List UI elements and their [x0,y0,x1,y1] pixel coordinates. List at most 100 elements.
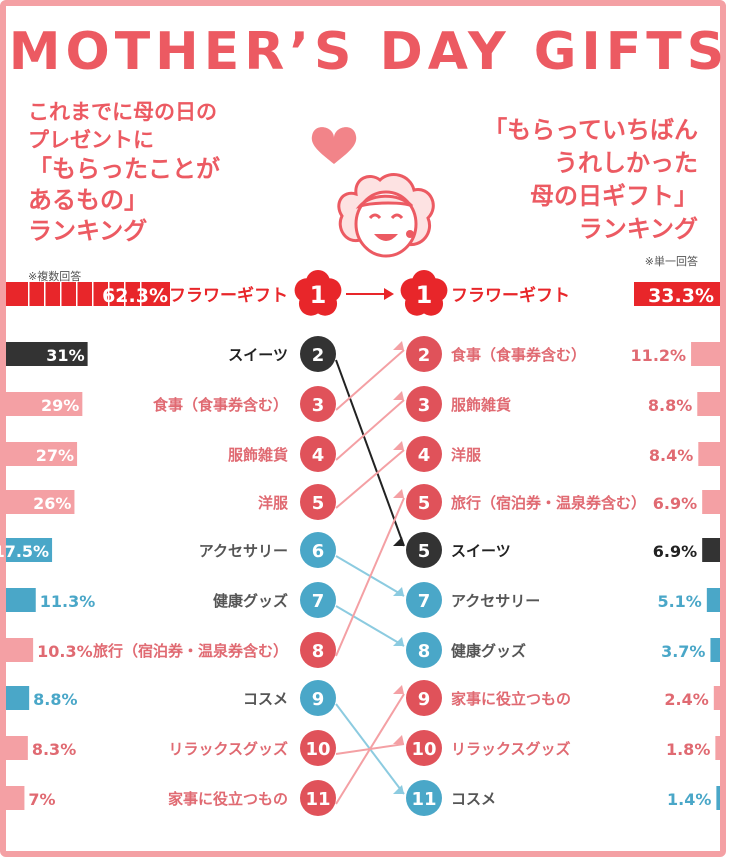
left-bar-stripe [124,282,126,306]
right-category-label: アクセサリー [451,592,540,610]
right-value-label: 11.2% [631,346,687,365]
right-bar [716,786,720,810]
left-bar-stripe [108,282,110,306]
left-value-label: 7% [28,790,55,809]
right-rank-number: 9 [418,689,431,710]
left-bar [6,736,28,760]
right-category-label: スイーツ [451,542,511,560]
right-heading: 「もらっていちばんうれしかった母の日ギフト」ランキング [483,114,698,246]
left-rank-number: 5 [312,493,325,514]
left-rank-circle [300,730,336,766]
left-bar-stripe [76,282,78,306]
left-value-label: 26% [33,494,71,513]
left-bar [6,588,36,612]
left-note: ※複数回答 [28,270,82,283]
right-bar [713,686,720,710]
left-category-label: 健康グッズ [213,592,288,610]
left-bar [6,392,83,416]
left-value-label: 27% [36,446,74,465]
left-category-label: 旅行（宿泊券・温泉券含む） [93,642,288,660]
left-heading-line2: プレゼントに [28,128,154,152]
left-bar [6,342,88,366]
right-rank-number: 5 [418,493,431,514]
left-value-label: 10.3% [37,642,93,661]
right-value-label: 8.8% [648,396,692,415]
left-category-label: アクセサリー [199,542,288,560]
right-category-label: フラワーギフト [451,286,570,306]
right-rank-circle [406,336,442,372]
right-rank-circle [406,730,442,766]
right-rank-circle [406,532,442,568]
rank-link-line [335,497,405,657]
right-value-label: 33.3% [648,285,714,307]
right-bar [702,490,720,514]
left-rank-circle [300,532,336,568]
right-bar [697,392,720,416]
left-value-label: 11.3% [40,592,96,611]
right-bar [706,588,720,612]
right-heading-line1: 「もらっていちばん [483,116,698,144]
right-rank-circle [406,780,442,816]
left-bar [6,786,25,810]
right-rank-circle [406,582,442,618]
left-bar-stripe [28,282,30,306]
left-rank-number: 8 [312,641,325,662]
left-category-label: 食事（食事券含む） [153,396,288,414]
left-category-label: 洋服 [258,494,289,512]
right-rank-number: 7 [418,591,431,612]
rank1-arrowhead [384,288,394,300]
left-category-label: スイーツ [228,346,288,364]
left-rank-circle [300,582,336,618]
right-category-label: 洋服 [451,446,482,464]
left-value-label: 31% [46,346,84,365]
rank-link-line [335,349,405,411]
left-rank-circle [300,780,336,816]
right-value-label: 8.4% [649,446,693,465]
rank-link-line [335,605,405,647]
left-category-label: 服飾雑貨 [228,446,288,464]
rank-link-arrowhead [393,441,404,450]
left-rank-number: 7 [312,591,325,612]
left-rank-circle [300,336,336,372]
rank-link-arrowhead [393,489,404,498]
right-rank-circle [406,386,442,422]
right-bar [710,638,720,662]
left-heading: これまでに母の日のプレゼントに「もらったことがあるもの」ランキング [28,98,220,247]
right-value-label: 2.4% [664,690,708,709]
right-value-label: 6.9% [653,494,697,513]
rank-link-arrowhead [393,341,404,350]
right-heading-line3: 母の日ギフト」 [530,182,698,210]
right-rank-circle [406,680,442,716]
rank-link-line [335,359,405,547]
rank-link-arrowhead [393,587,404,596]
left-rank-circle [300,632,336,668]
right-rank-number: 2 [418,345,431,366]
left-rank-number: 4 [312,445,325,466]
right-rank-number: 4 [418,445,431,466]
left-category-label: リラックスグッズ [168,740,288,758]
left-rank-circle [300,484,336,520]
rank-link-arrowhead [393,685,404,694]
left-rank-circle [300,680,336,716]
right-value-label: 5.1% [657,592,701,611]
right-rank-number: 10 [411,739,436,760]
right-rank-circle [406,632,442,668]
right-value-label: 3.7% [661,642,705,661]
left-category-label: フラワーギフト [169,286,288,306]
rank-link-arrowhead [393,391,404,400]
right-rank-number: 3 [418,395,431,416]
right-rank-number: 8 [418,641,431,662]
right-category-label: リラックスグッズ [451,740,571,758]
right-value-label: 6.9% [653,542,697,561]
right-bar [702,538,720,562]
right-bar [691,342,720,366]
left-rank-number: 1 [310,281,327,309]
left-rank-number: 9 [312,689,325,710]
left-rank-number: 2 [312,345,325,366]
right-value-label: 1.8% [666,740,710,759]
right-bar [634,282,720,306]
left-bar [6,538,53,562]
left-rank-number: 11 [305,789,330,810]
